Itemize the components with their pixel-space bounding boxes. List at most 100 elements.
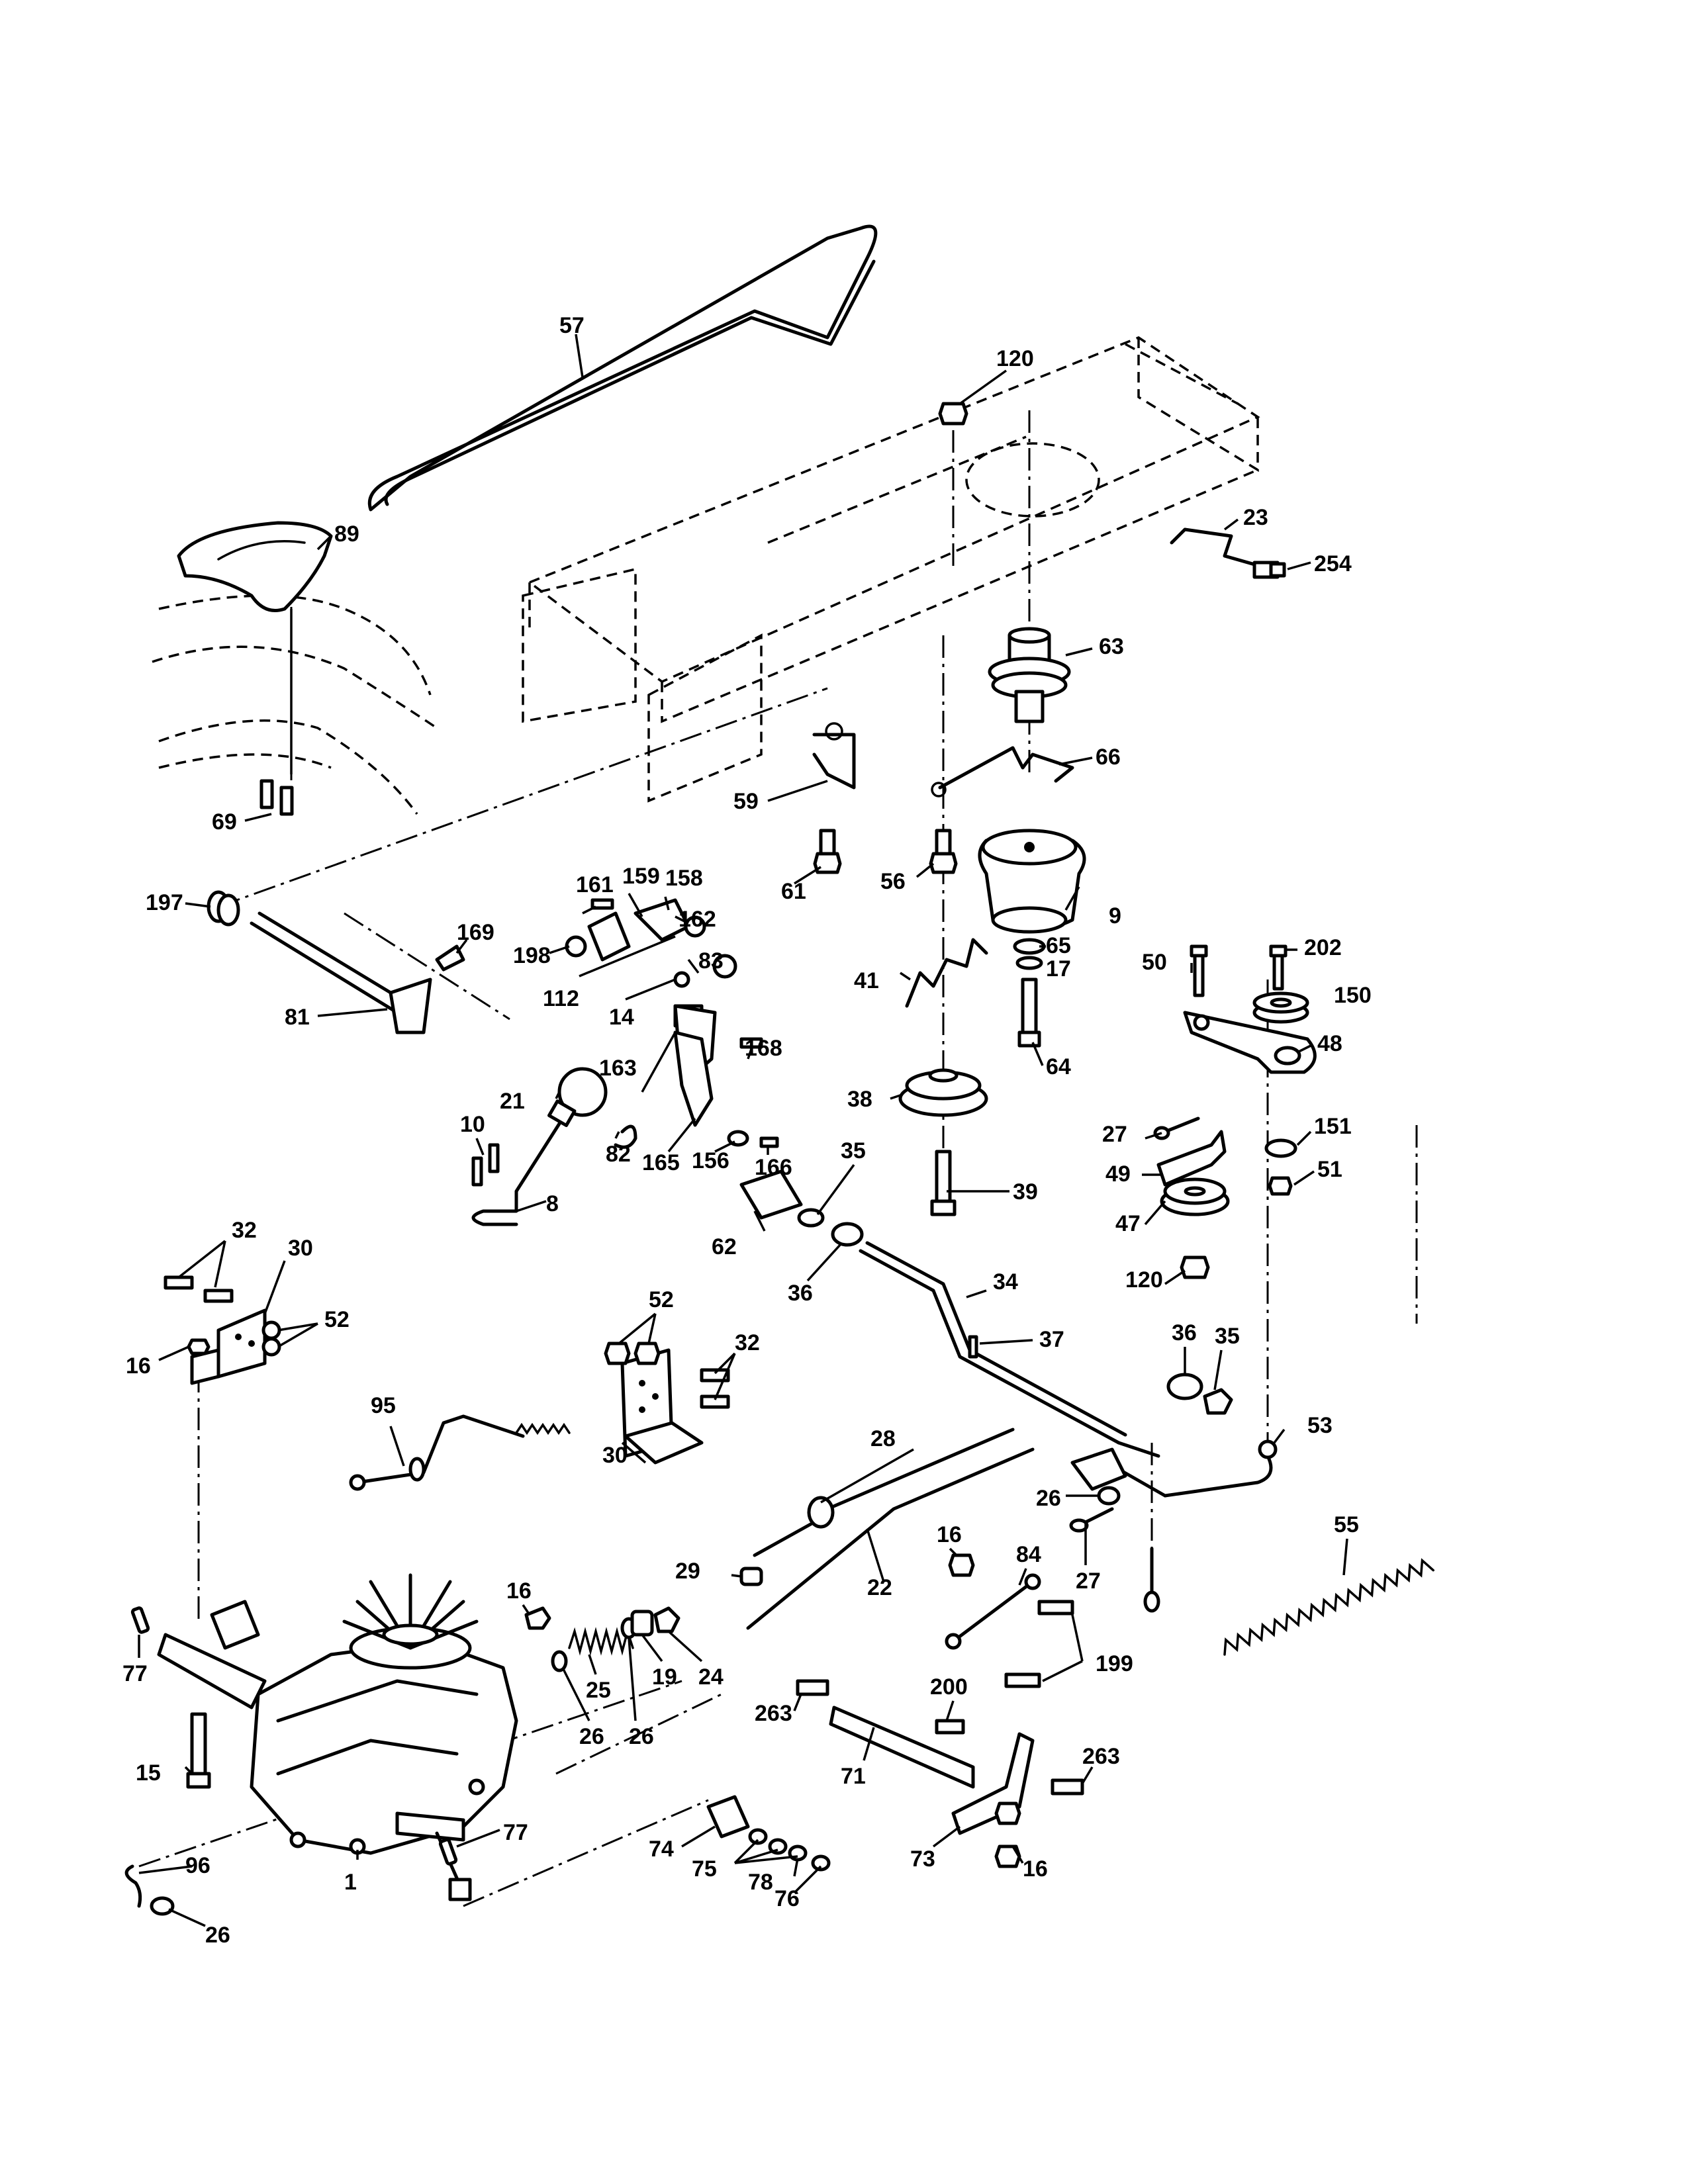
callout-166: 166 xyxy=(755,1155,792,1180)
callout-96: 96 xyxy=(185,1853,211,1878)
callout-labels: 57 120 89 23 254 63 66 69 59 61 56 197 1… xyxy=(122,313,1372,1948)
rod-28 xyxy=(753,1428,1015,1557)
callout-77-top: 77 xyxy=(122,1661,148,1686)
callout-16-spring: 16 xyxy=(506,1578,532,1604)
callout-53: 53 xyxy=(1307,1413,1333,1438)
callout-56: 56 xyxy=(880,869,906,894)
bolts-10 xyxy=(471,1143,500,1187)
washer-26-right xyxy=(1097,1486,1121,1506)
electric-clutch-9 xyxy=(978,829,1086,934)
callout-61: 61 xyxy=(781,879,806,904)
callout-120-lower: 120 xyxy=(1125,1267,1163,1293)
callout-37: 37 xyxy=(1039,1327,1064,1352)
washer-26-left xyxy=(551,1650,568,1672)
callout-89: 89 xyxy=(334,522,359,547)
belt-guide-41 xyxy=(905,938,988,1008)
spring-25 xyxy=(568,1627,634,1656)
key-77-bottom xyxy=(438,1838,458,1866)
callout-16-lower: 16 xyxy=(1023,1856,1048,1882)
callout-26-b: 26 xyxy=(629,1724,654,1749)
eyebolt-lower xyxy=(1143,1547,1160,1613)
seat-pan-89 xyxy=(177,521,333,774)
callout-82: 82 xyxy=(606,1142,631,1167)
callout-1: 1 xyxy=(344,1870,357,1895)
callout-26-right: 26 xyxy=(1036,1486,1061,1511)
nut-120-lower xyxy=(1180,1255,1210,1279)
washer-36-upper xyxy=(831,1222,864,1247)
callout-50: 50 xyxy=(1142,950,1167,975)
idler-150 xyxy=(1252,991,1309,1024)
callout-112: 112 xyxy=(543,986,579,1011)
bracket-rod-end xyxy=(1070,1447,1127,1491)
callout-200: 200 xyxy=(930,1674,968,1700)
callout-165: 165 xyxy=(642,1150,680,1175)
nuts-52-left xyxy=(261,1320,281,1357)
pulley-63 xyxy=(988,627,1071,723)
callout-16-left: 16 xyxy=(126,1353,151,1379)
callout-263-right: 263 xyxy=(1082,1744,1120,1769)
callout-23: 23 xyxy=(1243,505,1268,530)
callout-62: 62 xyxy=(712,1234,737,1259)
callout-75: 75 xyxy=(692,1856,717,1882)
callout-30-left: 30 xyxy=(288,1236,313,1261)
callout-34: 34 xyxy=(993,1269,1018,1295)
callout-169: 169 xyxy=(457,920,494,945)
bracket-30-left xyxy=(190,1308,267,1385)
belt-guide-66 xyxy=(931,746,1074,797)
callout-28: 28 xyxy=(870,1426,896,1451)
callout-81: 81 xyxy=(285,1005,310,1030)
callout-159: 159 xyxy=(622,864,660,889)
washer-36-right xyxy=(1166,1373,1203,1400)
callout-69: 69 xyxy=(212,809,237,835)
spacer-62 xyxy=(739,1169,803,1220)
callout-57: 57 xyxy=(559,313,585,338)
callout-21: 21 xyxy=(500,1089,525,1114)
callout-156: 156 xyxy=(692,1148,729,1173)
callout-66: 66 xyxy=(1096,745,1121,770)
callout-17: 17 xyxy=(1046,956,1071,981)
spring-82 xyxy=(614,1124,637,1149)
callout-65: 65 xyxy=(1046,933,1071,958)
callout-254: 254 xyxy=(1314,551,1352,576)
lever-8 xyxy=(471,1099,577,1226)
key-77-top xyxy=(130,1606,150,1634)
nut-16-spring xyxy=(524,1606,551,1630)
washer-151 xyxy=(1264,1138,1297,1158)
callout-198: 198 xyxy=(513,943,551,968)
callout-9: 9 xyxy=(1109,903,1121,929)
callout-83: 83 xyxy=(698,948,724,974)
drive-belt xyxy=(368,224,878,512)
callout-30-center: 30 xyxy=(602,1443,628,1468)
bolt-27-right xyxy=(1069,1507,1114,1533)
washers-65-17 xyxy=(1013,938,1046,970)
bracket-30-center xyxy=(620,1348,704,1465)
callout-48: 48 xyxy=(1317,1031,1342,1056)
belt-guide-59 xyxy=(812,722,856,790)
bolt-202 xyxy=(1269,944,1288,991)
callout-22: 22 xyxy=(867,1575,892,1600)
nuts-16-lower xyxy=(994,1801,1021,1868)
bolt-64 xyxy=(1017,978,1041,1048)
callout-27: 27 xyxy=(1102,1122,1127,1147)
bolts-32-center xyxy=(700,1368,730,1409)
bolt-39 xyxy=(930,1150,957,1216)
bolt-168 xyxy=(739,1037,763,1049)
rod-95 xyxy=(349,1414,571,1491)
callout-64: 64 xyxy=(1046,1054,1071,1079)
callout-55: 55 xyxy=(1334,1512,1359,1537)
callout-76: 76 xyxy=(774,1886,800,1911)
washers-75-78-76 xyxy=(748,1828,831,1872)
callout-10: 10 xyxy=(460,1112,485,1137)
callout-74: 74 xyxy=(649,1837,674,1862)
callout-26-a: 26 xyxy=(579,1724,604,1749)
nut-35-right xyxy=(1203,1388,1233,1415)
callout-36: 36 xyxy=(788,1281,813,1306)
idler-47 xyxy=(1160,1177,1230,1216)
bushing-197 xyxy=(207,890,240,927)
callout-168: 168 xyxy=(745,1036,782,1061)
pulley-38 xyxy=(898,1068,988,1117)
callout-84: 84 xyxy=(1016,1542,1041,1567)
callout-202: 202 xyxy=(1304,935,1342,960)
callout-51: 51 xyxy=(1317,1157,1342,1182)
